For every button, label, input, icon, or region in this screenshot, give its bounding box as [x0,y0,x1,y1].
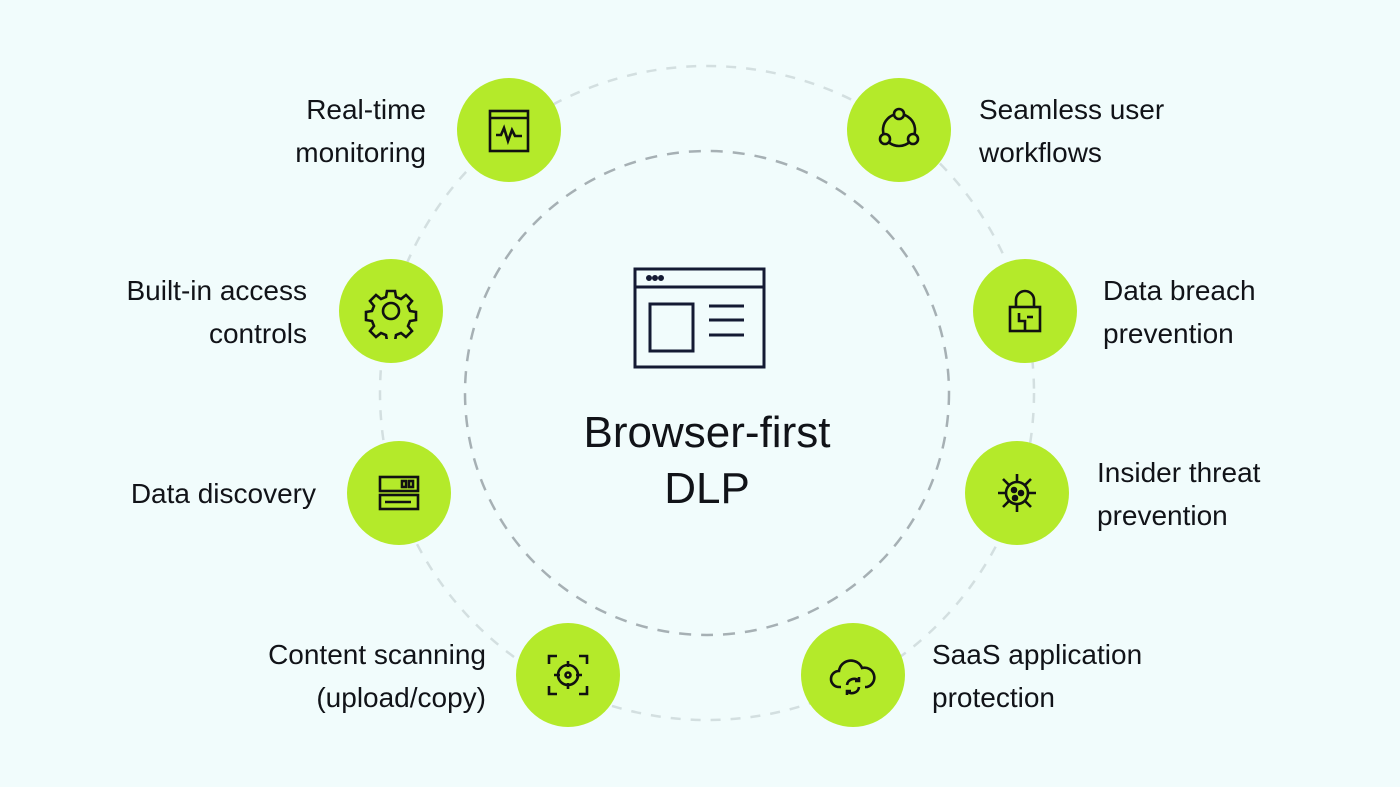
label-data-breach: Data breach prevention [1103,269,1256,355]
cloud-sync-icon [829,659,876,695]
node-real-time-monitoring [457,78,561,182]
node-seamless-workflows [847,78,951,182]
title-line2: DLP [664,464,750,513]
inner-dashed-ring [463,149,951,637]
node-data-discovery [347,441,451,545]
label-line: prevention [1097,500,1228,531]
target-scan-icon [547,654,589,696]
browser-window-icon [633,267,766,369]
label-content-scanning: Content scanning (upload/copy) [268,633,486,719]
gear-icon [364,289,418,339]
label-saas-protection: SaaS application protection [932,633,1142,719]
label-line: Seamless user [979,94,1165,125]
node-saas-protection [801,623,905,727]
node-access-controls [339,259,443,363]
label-line: Data discovery [130,478,316,509]
label-real-time-monitoring: Real-time monitoring [295,88,426,174]
label-line: Real-time [306,94,426,125]
node-data-breach [973,259,1077,363]
label-line: Insider threat [1097,457,1261,488]
label-line: protection [932,682,1055,713]
label-line: workflows [979,137,1102,168]
outer-dashed-ring [378,64,1036,722]
virus-icon [998,474,1036,512]
label-line: prevention [1103,318,1234,349]
label-line: controls [208,318,307,349]
label-access-controls: Built-in access controls [126,269,307,355]
label-data-discovery: Data discovery [131,472,316,515]
label-line: Built-in access [126,275,307,306]
node-insider-threat [965,441,1069,545]
server-icon [378,475,420,511]
label-line: (upload/copy) [316,682,486,713]
lock-icon [1008,289,1042,333]
label-seamless-workflows: Seamless user workflows [979,88,1164,174]
activity-monitor-icon [488,109,530,153]
title-line1: Browser-first [583,408,831,457]
label-line: SaaS application [932,639,1143,670]
label-line: Content scanning [268,639,486,670]
label-line: Data breach [1103,275,1256,306]
label-line: monitoring [295,137,426,168]
label-insider-threat: Insider threat prevention [1097,451,1260,537]
workflow-cycle-icon [878,107,920,148]
node-content-scanning [516,623,620,727]
